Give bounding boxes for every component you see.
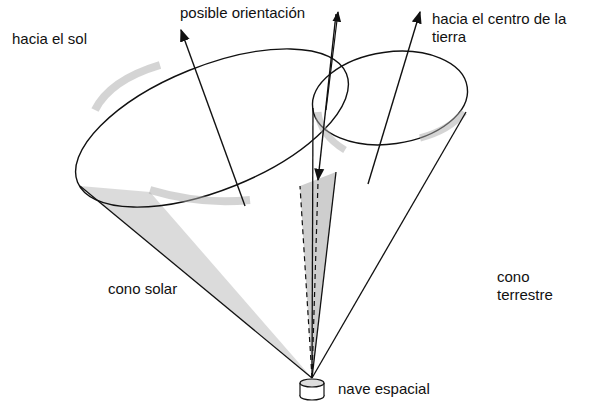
spacecraft [300,379,324,387]
solar-cone-shade [80,186,312,378]
solar-cone-side [80,186,312,378]
orientation-arrow [326,12,338,110]
cone-label: cono terrestre [497,268,587,304]
spacecraft-label: nave espacial [338,380,430,398]
solar-rim-shade [95,65,160,110]
earth-cone-side [312,112,466,378]
spacecraft [323,383,324,396]
earth-direction-arrow [368,12,420,184]
cone-label: cono solar [108,280,177,298]
orientation-label: posible orientación [180,4,305,22]
intersection-line [300,186,312,378]
solar-cone-rim [54,16,369,240]
intersection-line [312,182,318,378]
sun-direction-arrow [181,30,245,206]
earth-rim-shade [420,112,464,138]
solar-rim-shade [150,190,250,201]
solar-cone-side [312,172,336,378]
spacecraft [299,383,300,396]
direction-label: hacia el centro de la tierra [432,10,582,46]
direction-label: hacia el sol [12,30,87,48]
